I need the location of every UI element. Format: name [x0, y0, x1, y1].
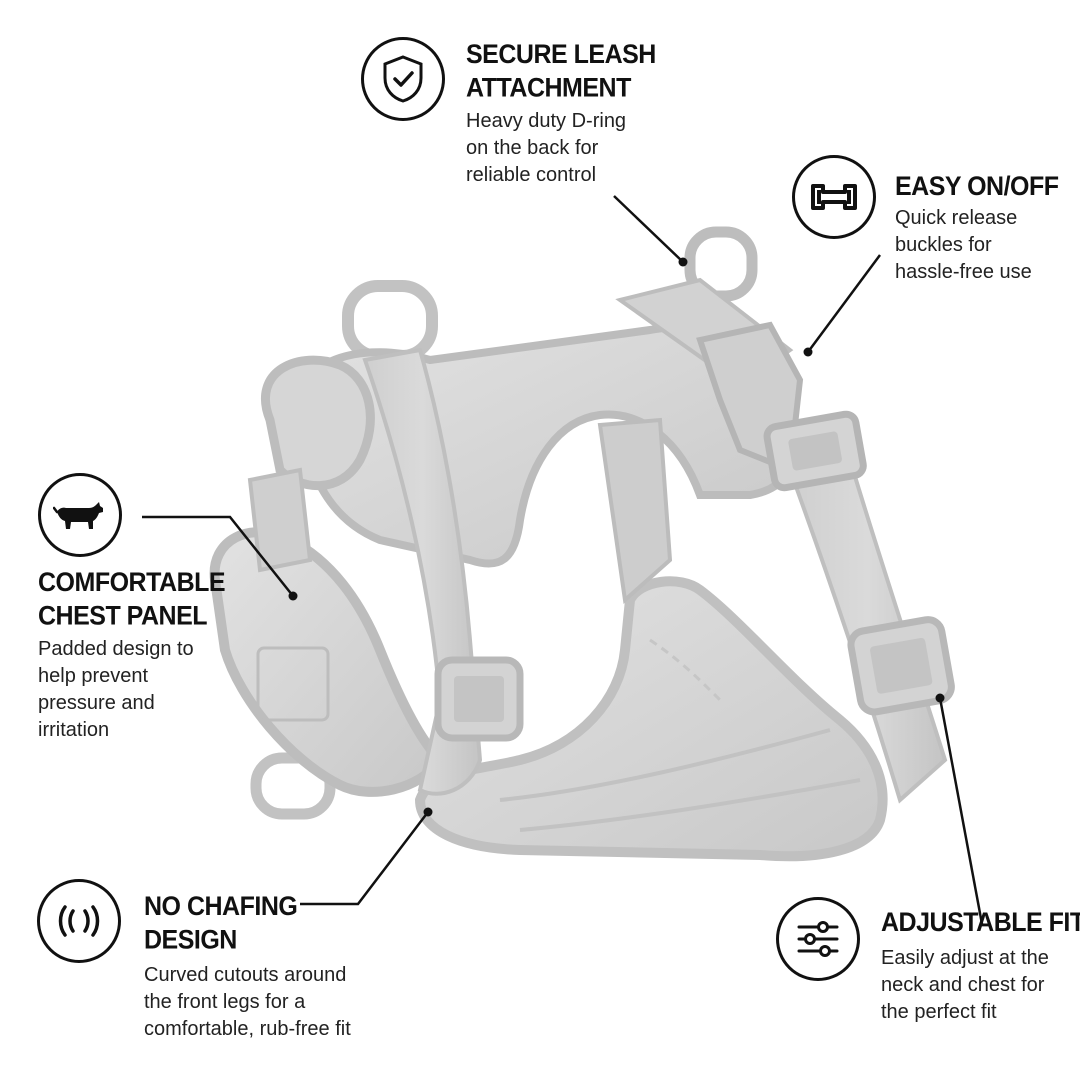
callout-line-leash	[613, 195, 684, 263]
callout-line-onoff	[806, 254, 882, 353]
feature-title: EASY ON/OFF	[895, 171, 1059, 202]
feature-description: Heavy duty D-ring on the back for reliab…	[466, 110, 627, 186]
sliders-icon	[776, 897, 860, 981]
callout-line-chest	[142, 515, 294, 597]
feature-description: Quick release buckles for hassle-free us…	[895, 207, 1032, 283]
feature-no-chafing-design: NO CHAFING DESIGN Curved cutouts around …	[144, 890, 351, 1043]
callout-line-adjust	[938, 697, 984, 925]
feature-title: NO CHAFING DESIGN	[144, 891, 298, 955]
quick-release-buckle	[696, 321, 867, 492]
feature-title: COMFORTABLE CHEST PANEL	[38, 567, 226, 631]
feature-title: SECURE LEASH ATTACHMENT	[466, 39, 656, 103]
neck-adjuster	[434, 656, 524, 742]
feature-description: Curved cutouts around the front legs for…	[144, 964, 351, 1040]
buckle-icon	[792, 155, 876, 239]
feature-secure-leash: SECURE LEASH ATTACHMENT Heavy duty D-rin…	[466, 38, 656, 189]
no-friction-icon	[37, 879, 121, 963]
feature-title: ADJUSTABLE FIT	[881, 907, 1080, 938]
feature-easy-on-off: EASY ON/OFF Quick release buckles for ha…	[895, 170, 1059, 286]
shield-check-icon	[361, 37, 445, 121]
belly-pad	[414, 576, 888, 862]
feature-description: Easily adjust at the neck and chest for …	[881, 947, 1049, 1023]
belly-strap	[597, 417, 673, 604]
neck-pad	[260, 355, 375, 491]
chest-adjuster	[847, 616, 955, 716]
feature-adjustable-fit: ADJUSTABLE FIT Easily adjust at the neck…	[881, 906, 1080, 1026]
feature-comfortable-chest-panel: COMFORTABLE CHEST PANEL Padded design to…	[38, 566, 226, 744]
callout-line-chafing	[300, 811, 429, 906]
feature-description: Padded design to help prevent pressure a…	[38, 638, 194, 741]
dachshund-icon	[38, 473, 122, 557]
